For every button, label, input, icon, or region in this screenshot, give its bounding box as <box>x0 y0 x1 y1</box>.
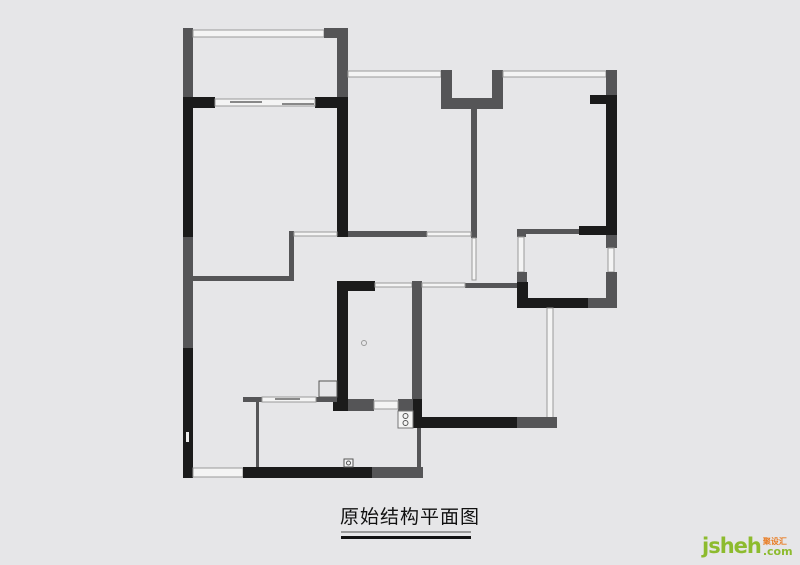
wall <box>441 70 452 109</box>
wall <box>441 98 503 109</box>
window <box>517 236 525 273</box>
window <box>347 70 442 78</box>
window <box>607 247 615 273</box>
wall <box>517 229 526 237</box>
wall <box>243 397 262 402</box>
wall <box>465 283 517 288</box>
wall <box>413 417 517 428</box>
door-panel <box>275 398 300 400</box>
wall <box>492 70 503 109</box>
door-opening <box>426 231 472 237</box>
watermark-side: 聚设汇 .com <box>763 537 793 557</box>
door-panel <box>230 101 262 103</box>
pipe-icon <box>402 420 409 426</box>
wall <box>315 97 348 108</box>
plan-title: 原始结构平面图 <box>340 506 481 528</box>
pipe-icon <box>346 460 351 466</box>
wall <box>243 467 372 478</box>
duct-box <box>318 380 338 398</box>
wall <box>413 399 422 428</box>
pipe-shaft <box>397 410 414 429</box>
pipe-icon <box>402 413 409 419</box>
wall <box>372 467 423 478</box>
door-opening <box>373 400 399 410</box>
door-opening <box>293 231 338 237</box>
window <box>502 70 607 78</box>
wall <box>324 28 348 38</box>
wall <box>606 70 617 95</box>
wall <box>517 272 527 282</box>
wall <box>588 298 617 308</box>
wall <box>412 281 422 399</box>
wall <box>579 226 617 235</box>
title-underline <box>341 531 471 533</box>
wall <box>606 235 617 248</box>
title-underline <box>341 536 471 539</box>
wall <box>517 229 579 234</box>
wall <box>348 231 427 237</box>
window <box>546 307 554 419</box>
door-opening <box>421 282 466 288</box>
sliding-door <box>214 98 316 107</box>
wall <box>606 95 617 235</box>
wall <box>590 95 617 104</box>
window <box>192 467 244 478</box>
watermark-domain: .com <box>762 545 793 558</box>
wall <box>183 237 193 348</box>
wall <box>183 28 193 97</box>
window <box>192 29 325 38</box>
wall <box>417 428 421 467</box>
wall <box>517 298 588 308</box>
watermark-brand: jsheh <box>702 534 762 558</box>
door-opening <box>374 282 413 288</box>
wall-mark <box>186 432 189 442</box>
wall <box>256 402 259 467</box>
wall <box>183 348 193 478</box>
wall <box>517 417 557 428</box>
floor-drain-icon <box>361 340 367 346</box>
wall <box>398 399 413 411</box>
wall <box>517 282 528 308</box>
watermark-chinese: 聚设汇 <box>762 537 787 546</box>
door-panel <box>282 103 314 105</box>
wall <box>183 97 215 108</box>
wall <box>316 397 337 402</box>
wall <box>289 231 294 281</box>
watermark-logo: jsheh 聚设汇 .com <box>702 535 793 557</box>
door-opening <box>471 237 477 281</box>
wall <box>193 276 294 281</box>
wall <box>606 272 617 308</box>
wall <box>471 109 477 238</box>
pipe-shaft <box>343 458 354 468</box>
wall <box>337 281 348 411</box>
wall <box>337 281 375 291</box>
wall <box>348 399 374 411</box>
wall <box>183 97 193 237</box>
wall <box>337 97 348 237</box>
wall <box>337 28 348 97</box>
